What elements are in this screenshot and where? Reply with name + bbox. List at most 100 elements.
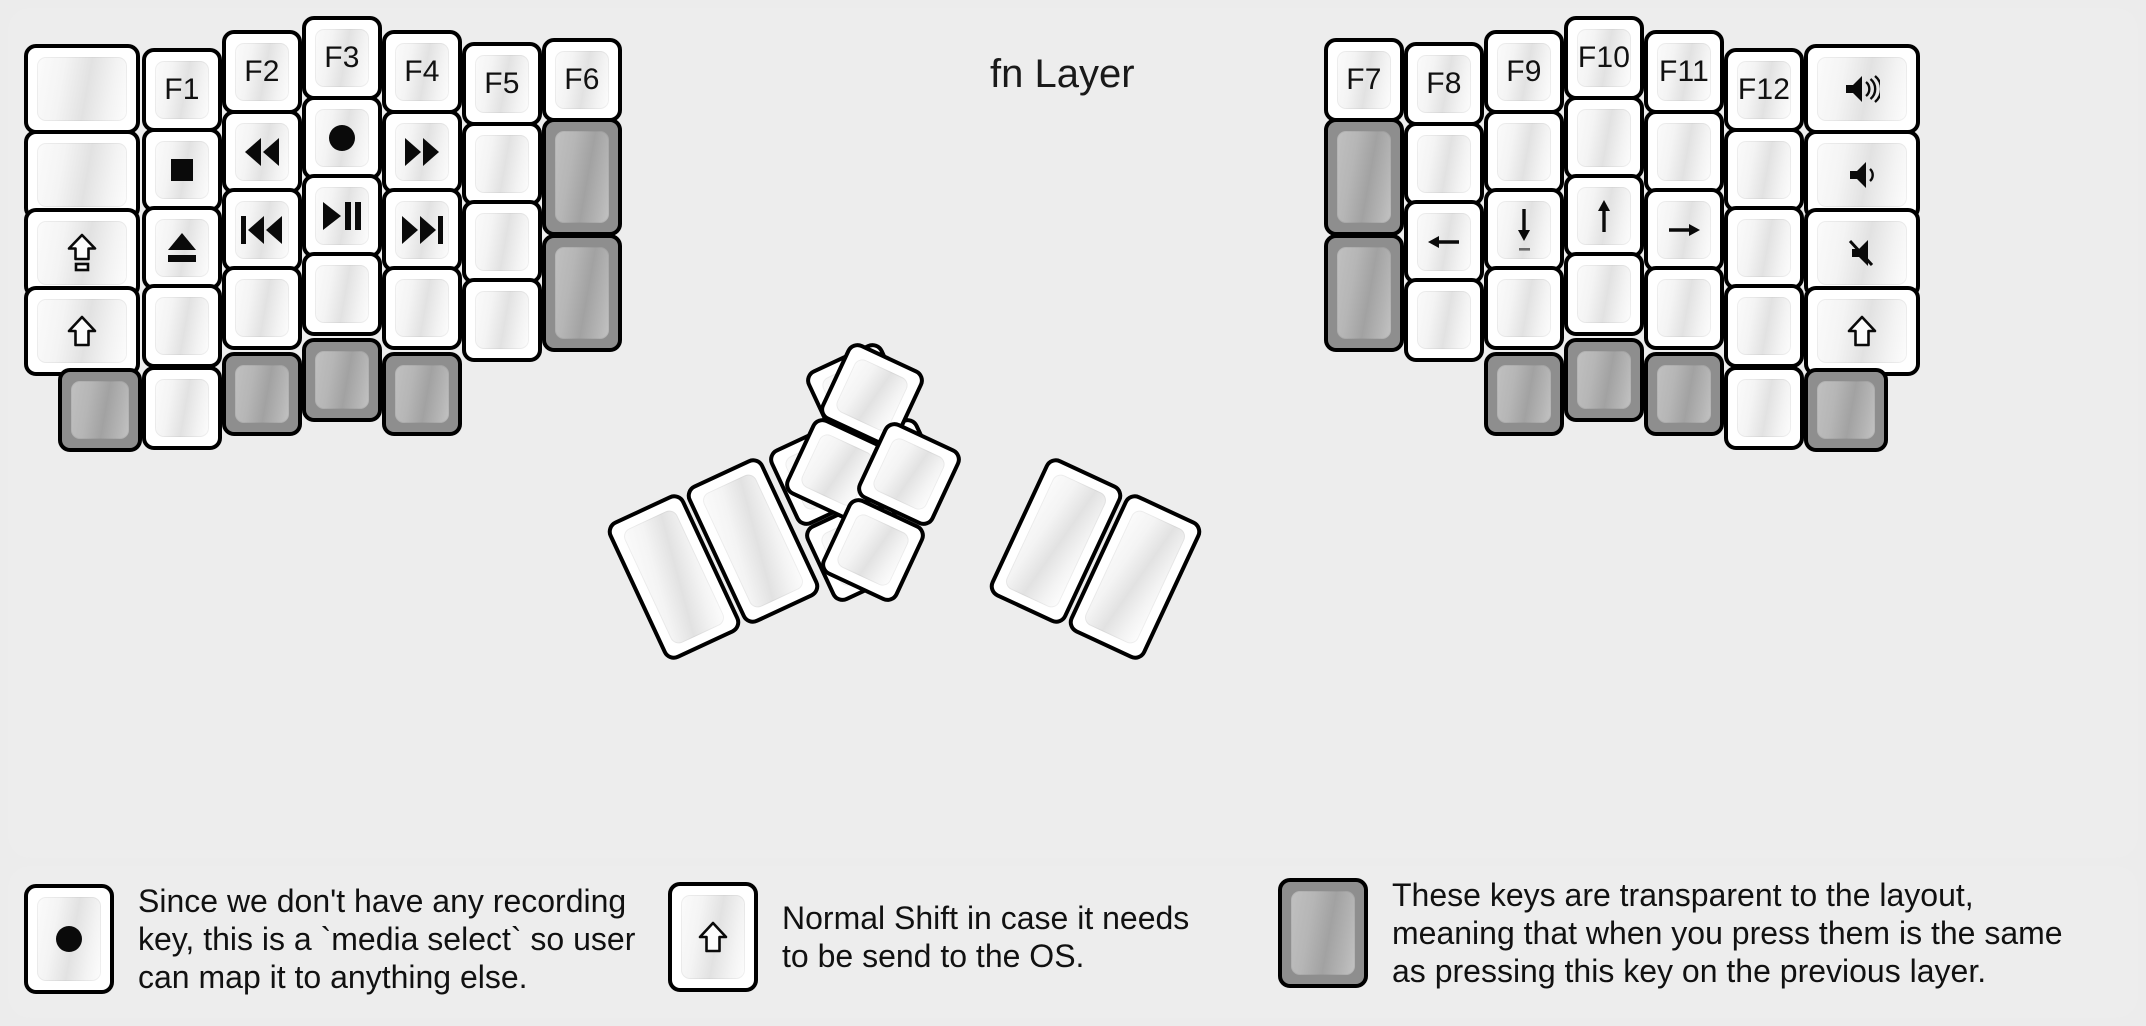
keycap-l-c0-r3[interactable] — [24, 286, 140, 376]
keycap-legend-2[interactable] — [668, 882, 758, 992]
keycap-face — [475, 55, 529, 113]
keycap-l-c6-r1[interactable] — [542, 118, 622, 236]
keycap-r-c6-r0[interactable] — [1804, 44, 1920, 134]
keycap-l-c0-r1[interactable] — [24, 130, 140, 220]
keycap-r-c5-r4[interactable] — [1724, 366, 1804, 450]
keycap-face — [1417, 135, 1471, 193]
keycap-r-c0-r1[interactable] — [1324, 118, 1404, 236]
keycap-r-c4-r0[interactable]: F11 — [1644, 30, 1724, 114]
keycap-l-c5-r2[interactable] — [462, 200, 542, 284]
legend-panel: Since we don't have any recording key, t… — [8, 866, 2138, 1018]
keycap-r-c2-r1[interactable] — [1484, 110, 1564, 194]
keycap-r-c6-r2[interactable] — [1804, 208, 1920, 298]
keycap-l-c5-r3[interactable] — [462, 278, 542, 362]
keycap-face — [834, 511, 912, 589]
keycap-r-c2-r3[interactable] — [1484, 266, 1564, 350]
page-title: fn Layer — [990, 52, 1135, 96]
keycap-face — [870, 435, 948, 513]
keycap-r-c5-r1[interactable] — [1724, 128, 1804, 212]
keycap-r-c3-r0[interactable]: F10 — [1564, 16, 1644, 100]
keycap-l-c4-r2[interactable] — [382, 188, 462, 272]
caps-shift-icon — [67, 233, 97, 273]
keycap-l-c0-r4[interactable] — [58, 368, 142, 452]
keycap-r-c2-r2[interactable] — [1484, 188, 1564, 272]
legend-item-1: Since we don't have any recording key, t… — [24, 882, 635, 996]
keycap-l-c1-r4[interactable] — [142, 366, 222, 450]
keycap-r-c3-r3[interactable] — [1564, 252, 1644, 336]
keycap-r-c6-r3[interactable] — [1804, 286, 1920, 376]
keycap-face — [1737, 61, 1791, 119]
keycap-face — [37, 57, 127, 121]
keycap-r-c2-r4[interactable] — [1484, 352, 1564, 436]
keycap-r-c4-r3[interactable] — [1644, 266, 1724, 350]
keycap-face — [1657, 279, 1711, 337]
keycap-r-c1-r2[interactable] — [1404, 200, 1484, 284]
legend-text: These keys are transparent to the layout… — [1392, 877, 2063, 989]
keycap-label: F12 — [1737, 73, 1791, 106]
keycap-face — [475, 135, 529, 193]
keycap-face — [1417, 291, 1471, 349]
keycap-r-c4-r4[interactable] — [1644, 352, 1724, 436]
keycap-l-c4-r1[interactable] — [382, 110, 462, 194]
prev-track-icon — [240, 214, 284, 246]
legend-sample-key — [24, 884, 114, 994]
keycap-r-c6-r1[interactable] — [1804, 130, 1920, 220]
keycap-l-c4-r0[interactable]: F4 — [382, 30, 462, 114]
keycap-r-c5-r2[interactable] — [1724, 206, 1804, 290]
keycap-face — [1337, 51, 1391, 109]
keycap-face — [315, 265, 369, 323]
keycap-l-c3-r0[interactable]: F3 — [302, 16, 382, 100]
keycap-l-c0-r0[interactable] — [24, 44, 140, 134]
keycap-r-c0-r2[interactable] — [1324, 234, 1404, 352]
keycap-l-c2-r3[interactable] — [222, 266, 302, 350]
keycap-r-c5-r0[interactable]: F12 — [1724, 48, 1804, 132]
keycap-face — [395, 43, 449, 101]
keycap-l-c6-r2[interactable] — [542, 234, 622, 352]
keycap-l-c6-r0[interactable]: F6 — [542, 38, 622, 122]
keycap-label: F2 — [244, 55, 280, 88]
keycap-l-c3-r2[interactable] — [302, 174, 382, 258]
keycap-l-c1-r2[interactable] — [142, 206, 222, 290]
shift-arrow-icon — [698, 921, 728, 953]
keycap-r-c5-r3[interactable] — [1724, 284, 1804, 368]
keycap-r-c3-r4[interactable] — [1564, 338, 1644, 422]
keycap-l-c2-r2[interactable] — [222, 188, 302, 272]
keycap-l-c1-r1[interactable] — [142, 128, 222, 212]
arrow-up-icon — [1591, 198, 1617, 234]
keycap-r-c6-r4[interactable] — [1804, 368, 1888, 452]
keycap-face — [1497, 43, 1551, 101]
keycap-r-c0-r0[interactable]: F7 — [1324, 38, 1404, 122]
keycap-l-c4-r3[interactable] — [382, 266, 462, 350]
keycap-legend-1[interactable] — [24, 884, 114, 994]
keycap-r-c1-r1[interactable] — [1404, 122, 1484, 206]
keycap-r-c1-r3[interactable] — [1404, 278, 1484, 362]
keycap-l-c1-r3[interactable] — [142, 284, 222, 368]
keycap-face — [1737, 379, 1791, 437]
keycap-l-c5-r0[interactable]: F5 — [462, 42, 542, 126]
keycap-r-c3-r1[interactable] — [1564, 96, 1644, 180]
keycap-l-c1-r0[interactable]: F1 — [142, 48, 222, 132]
keycap-face — [1577, 351, 1631, 409]
keycap-legend-3[interactable] — [1278, 878, 1368, 988]
keycap-face — [555, 247, 609, 339]
keycap-r-c3-r2[interactable] — [1564, 174, 1644, 258]
keycap-r-c4-r1[interactable] — [1644, 110, 1724, 194]
keycap-l-c3-r3[interactable] — [302, 252, 382, 336]
keycap-r-c4-r2[interactable] — [1644, 188, 1724, 272]
keycap-r-c1-r0[interactable]: F8 — [1404, 42, 1484, 126]
keycap-l-c0-r2[interactable] — [24, 208, 140, 298]
keycap-face — [475, 213, 529, 271]
play-pause-icon — [321, 200, 363, 232]
keycap-l-c2-r0[interactable]: F2 — [222, 30, 302, 114]
keycap-r-c2-r0[interactable]: F9 — [1484, 30, 1564, 114]
keycap-l-c4-r4[interactable] — [382, 352, 462, 436]
keycap-l-c2-r4[interactable] — [222, 352, 302, 436]
keycap-l-c3-r4[interactable] — [302, 338, 382, 422]
keycap-l-c3-r1[interactable] — [302, 96, 382, 180]
keycap-face — [37, 143, 127, 207]
stop-icon — [168, 156, 196, 184]
keycap-l-c5-r1[interactable] — [462, 122, 542, 206]
keycap-label: F3 — [324, 41, 360, 74]
keycap-l-c2-r1[interactable] — [222, 110, 302, 194]
